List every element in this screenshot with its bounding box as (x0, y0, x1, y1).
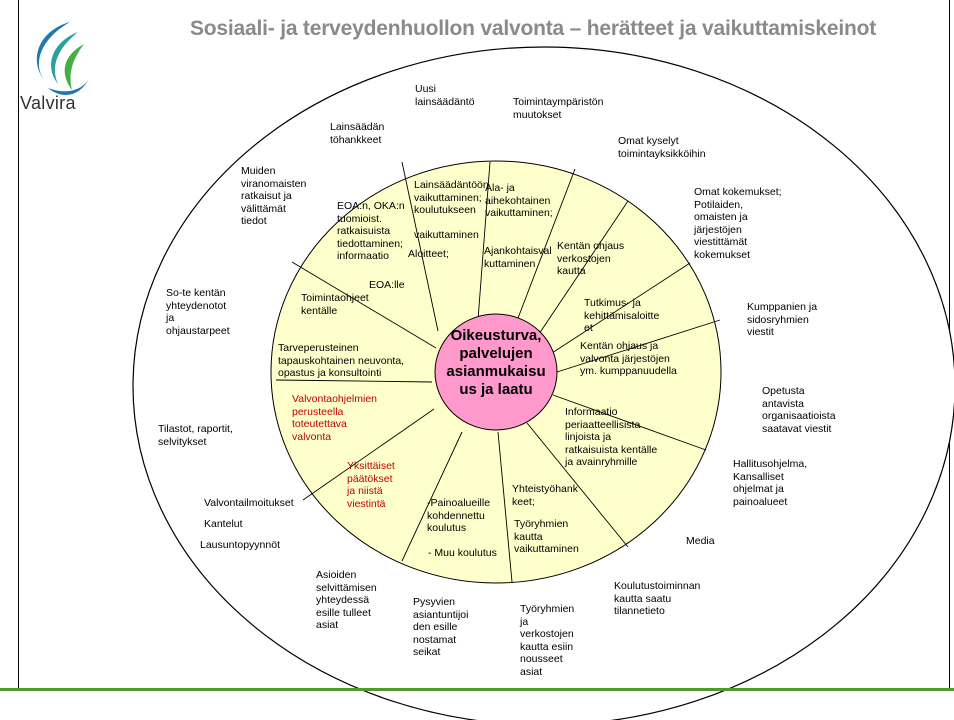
outer-label-koulutustoiminta: Koulutustoiminnan kautta saatu tilanneti… (614, 580, 701, 618)
inner-label-tyoryhmat: Työryhmien kautta vaikuttaminen (514, 518, 579, 556)
divider-line (401, 161, 439, 332)
outer-label-pysyvat-asiantuntijat: Pysyvien asiantuntijoi den esille nostam… (413, 596, 469, 659)
outer-label-lainsaadantohankkeet: Lainsäädän töhankkeet (330, 121, 385, 146)
inner-label-tutkimus: Tutkimus- ja kehittämisaloitte et (584, 297, 660, 335)
outer-label-tyoryhmat-verkostot: Työryhmien ja verkostojen kautta esiin n… (520, 603, 575, 678)
sector-dividers (275, 161, 721, 583)
inner-label-eoa-oka: EOA:n, OKA:n tuomioist. ratkaisuista tie… (337, 200, 405, 263)
outer-label-muut-viranomaiset: Muiden viranomaisten ratkaisut ja välitt… (241, 165, 307, 228)
center-ellipse (434, 313, 558, 431)
outer-label-media: Media (686, 535, 715, 547)
inner-label-valvontaohjelmat: Valvontaohjelmien perusteella toteutetta… (292, 393, 378, 443)
divider-line (526, 422, 629, 548)
outer-label-asioiden-selvittaminen: Asioiden selvittämisen yhteydessä esille… (316, 569, 377, 632)
divider-line (534, 200, 629, 341)
divider-line (497, 431, 513, 583)
footer-accent-line (0, 688, 954, 691)
outer-label-kumppanit: Kumppanien ja sidosryhmien viestit (747, 301, 818, 339)
inner-label-ala-aihekohtainen: Ala- ja aihekohtainen vaikuttaminen; (485, 182, 553, 220)
outer-label-lausuntopyynnot: Lausuntopyynnöt (200, 539, 280, 551)
divider-line (556, 319, 721, 373)
divider-line (401, 431, 463, 562)
inner-label-yhteistyohankkeet: Yhteistyöhank keet; (512, 483, 578, 508)
inner-label-tarveperusteinen: Tarveperusteinen tapauskohtainen neuvont… (278, 342, 405, 380)
inner-label-ajankohtais: Ajankohtaisval kuttaminen (484, 245, 552, 270)
outer-label-hallitusohjelma: Hallitusohjelma, Kansalliset ohjelmat ja… (733, 458, 808, 508)
outer-label-tilastot: Tilastot, raportit, selvitykset (158, 423, 233, 448)
inner-label-eoa: EOA:lle (369, 279, 405, 291)
outer-label-opetusta-antavat: Opetusta antavista organisaatioista saat… (762, 385, 836, 435)
divider-line (302, 408, 435, 501)
outer-label-kantelut: Kantelut (204, 518, 243, 530)
divider-line (275, 379, 433, 383)
divider-line (514, 168, 576, 327)
inner-label-aloitteet: Aloitteet; (408, 248, 449, 260)
inner-label-toimintaohjeet: Toimintaohjeet kentälle (301, 292, 369, 317)
inner-label-kentan-ohjaus-verkostot: Kentän ohjaus verkostojen kautta (557, 240, 625, 278)
divider-line (548, 262, 691, 356)
divider-line (477, 161, 491, 321)
outer-label-so-te-kentta: So-te kentän yhteydenotot ja ohjaustarpe… (166, 287, 230, 337)
valvira-swirl-logo (36, 22, 88, 95)
outer-label-valvontailmoitukset: Valvontailmoitukset (204, 497, 294, 509)
inner-label-kentan-ohjaus-jarjestot: Kentän ohjaus ja valvonta järjestöjen ym… (580, 340, 677, 378)
outer-label-toimintaymparisto: Toimintaympäristön muutokset (513, 96, 604, 121)
inner-label-lainsaadanto: Lainsäädäntöön vaikuttaminen; koulutukse… (414, 179, 489, 242)
inner-label-informaatio: Informaatio periaatteellisista linjoista… (565, 406, 658, 469)
inner-label-yksittaiset-paatokset: Yksittäiset päätökset ja niistä viestint… (347, 460, 395, 510)
divider-line (552, 394, 707, 451)
center-label: Oikeusturva, palvelujen asianmukaisu us … (446, 327, 546, 398)
logo-text: Valvira (20, 93, 76, 113)
outer-label-uusi-lainsaadanto: Uusi lainsäädäntö (415, 83, 475, 108)
outer-label-omat-kyselyt: Omat kyselyt toimintayksikköihin (618, 135, 706, 160)
divider-line (291, 261, 437, 349)
outer-label-omat-kokemukset: Omat kokemukset; Potilaiden, omaisten ja… (694, 186, 782, 261)
slide-title: Sosiaali- ja terveydenhuollon valvonta –… (189, 17, 877, 40)
inner-label-painoalueet: -Painoalueille kohdennettu koulutus (427, 497, 491, 535)
inner-label-muu-koulutus: - Muu koulutus (428, 547, 497, 559)
